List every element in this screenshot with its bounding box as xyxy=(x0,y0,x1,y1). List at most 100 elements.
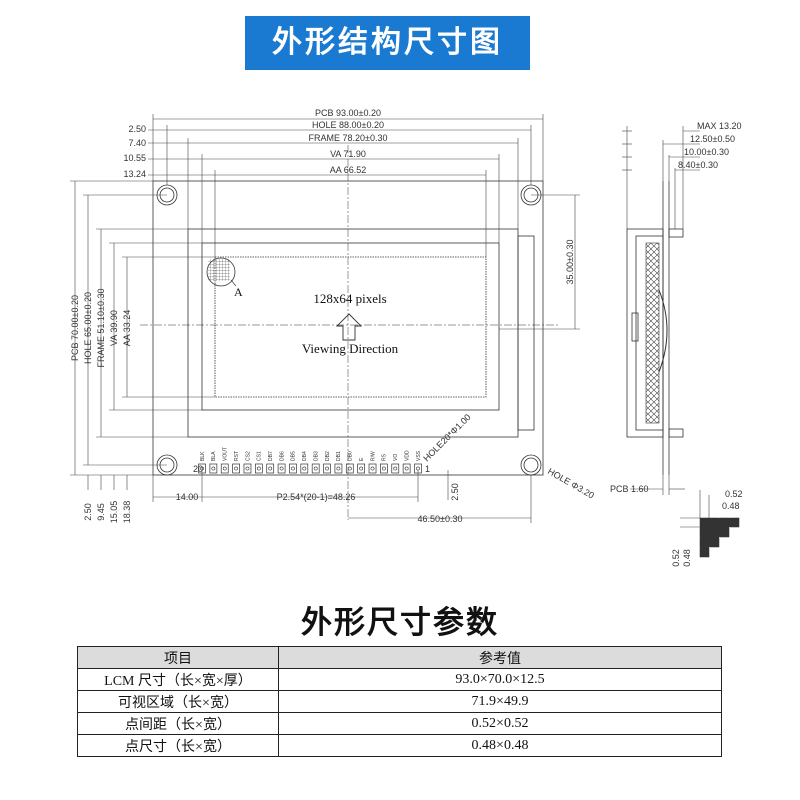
pin-pad xyxy=(243,463,252,474)
hole-pins-label: HOLE20*Φ1.00 xyxy=(421,412,472,463)
pin-hole xyxy=(291,466,295,471)
pin-label: VDD xyxy=(404,450,410,461)
pin-pad xyxy=(323,463,331,474)
dim-aa-width: AA 66.52 xyxy=(330,165,367,175)
pin-pad xyxy=(368,463,377,474)
pin-hole xyxy=(313,466,318,471)
pin-label: VSS xyxy=(416,450,422,461)
dim-35: 35.00±0.30 xyxy=(565,240,575,285)
pin-label: CS1 xyxy=(257,451,263,461)
pin-label: CS2 xyxy=(245,451,251,461)
side-view xyxy=(626,181,684,475)
pin-hole xyxy=(268,466,273,471)
side-pcb: PCB 1.60 xyxy=(610,484,649,494)
pin-pad xyxy=(209,463,218,474)
row-value: 93.0×70.0×12.5 xyxy=(278,668,722,691)
header-item: 项目 xyxy=(77,646,279,669)
pin-pad xyxy=(402,463,411,474)
mount-hole-br xyxy=(523,457,539,473)
row-item: 点尺寸（长×宽） xyxy=(77,734,279,757)
pin-hole xyxy=(211,466,216,471)
pin-pad xyxy=(220,463,229,474)
vertical-dimensions xyxy=(70,180,580,490)
pin-label: DB0 xyxy=(348,451,354,461)
pin-hole xyxy=(279,466,284,471)
table-row: 点尺寸（长×宽） 0.48×0.48 xyxy=(77,734,722,757)
offset-bottom-250: 2.50 xyxy=(83,503,93,521)
spec-table: 项目 参考值 LCM 尺寸（长×宽×厚） 93.0×70.0×12.5 可视区域… xyxy=(77,646,722,757)
pin-pad xyxy=(277,463,286,474)
pin-hole xyxy=(325,466,329,471)
frame-outline xyxy=(187,228,519,438)
pin-hole xyxy=(347,466,352,471)
dim-aa-height: AA 33.24 xyxy=(122,310,132,347)
display-label: 128x64 pixels xyxy=(313,291,386,306)
pin-label: VO xyxy=(393,454,399,461)
row-value: 71.9×49.9 xyxy=(278,690,722,713)
pin-pad xyxy=(232,463,240,474)
dim-hole-width: HOLE 88.00±0.20 xyxy=(312,120,384,130)
pin-hole xyxy=(416,466,420,471)
dim-pcb-height: PCB 70.00±0.20 xyxy=(70,295,80,361)
pin-pad xyxy=(357,463,366,474)
pin-label: DB1 xyxy=(336,451,342,461)
pin-pad xyxy=(289,463,297,474)
pin-hole xyxy=(393,466,398,471)
pin-hole xyxy=(370,466,375,471)
side-1000: 10.00±0.30 xyxy=(684,147,729,157)
pin-label: DB4 xyxy=(302,451,308,461)
row-value: 0.52×0.52 xyxy=(278,712,722,735)
pin-pad xyxy=(266,463,275,474)
led-tab xyxy=(517,235,535,431)
offset-740: 7.40 xyxy=(128,138,146,148)
offset-bottom-945: 9.45 xyxy=(96,503,106,521)
table-row: LCM 尺寸（长×宽×厚） 93.0×70.0×12.5 xyxy=(77,668,722,691)
offset-250: 2.50 xyxy=(128,124,146,134)
dot-size-v: 0.48 xyxy=(682,549,692,567)
side-1250: 12.50±0.50 xyxy=(690,134,735,144)
pin-pad xyxy=(345,463,354,474)
pin-label: DB5 xyxy=(291,451,297,461)
dim-hole-height: HOLE 65.00±0.20 xyxy=(83,292,93,364)
title-banner: 外形结构尺寸图 xyxy=(245,16,530,70)
pin-label: DB7 xyxy=(268,451,274,461)
row-item: 点间距（长×宽） xyxy=(77,712,279,735)
pin-label: VOUT xyxy=(223,447,229,461)
pin-label: BLA xyxy=(211,451,217,461)
section-title: 外形尺寸参数 xyxy=(301,605,499,641)
pin-label: R/W xyxy=(370,451,376,461)
offset-1055: 10.55 xyxy=(123,153,146,163)
bottom-dimensions xyxy=(152,470,532,523)
table-row: 点间距（长×宽） 0.52×0.52 xyxy=(77,712,722,735)
table-header-row: 项目 参考值 xyxy=(77,646,722,669)
pin-pad xyxy=(391,463,400,474)
dim-pcb-width: PCB 93.00±0.20 xyxy=(315,108,381,118)
dim-frame-width: FRAME 78.20±0.30 xyxy=(309,133,388,143)
dim-pitch: P2.54*(20-1)=48.26 xyxy=(277,492,356,502)
row-item: 可视区域（长×宽） xyxy=(77,690,279,713)
marker-a: A xyxy=(234,285,243,299)
side-840: 8.40±0.30 xyxy=(678,160,718,170)
pin-label: DB3 xyxy=(313,451,319,461)
pin-pad xyxy=(380,463,388,474)
pin-hole xyxy=(359,466,364,471)
dot-size-h: 0.48 xyxy=(722,501,740,511)
dot-pitch-h: 0.52 xyxy=(725,489,743,499)
pin-hole xyxy=(234,466,239,471)
pin-label: BLK xyxy=(200,451,206,461)
pin-pad xyxy=(311,463,320,474)
viewing-arrow xyxy=(335,313,363,341)
pin-label: RST xyxy=(234,451,240,461)
viewing-direction-label: Viewing Direction xyxy=(302,341,399,356)
active-area xyxy=(214,256,487,398)
pin-20-label: 20 xyxy=(193,464,203,474)
pin-label: DB2 xyxy=(325,451,331,461)
offset-1324: 13.24 xyxy=(123,169,146,179)
hole-mount-label: HOLE Φ3.20 xyxy=(546,466,596,501)
row-value: 0.48×0.48 xyxy=(278,734,722,757)
dim-frame-height: FRAME 51.10±0.30 xyxy=(96,289,106,368)
dim-250-bottom: 2.50 xyxy=(450,483,460,501)
header-value: 参考值 xyxy=(278,646,722,669)
